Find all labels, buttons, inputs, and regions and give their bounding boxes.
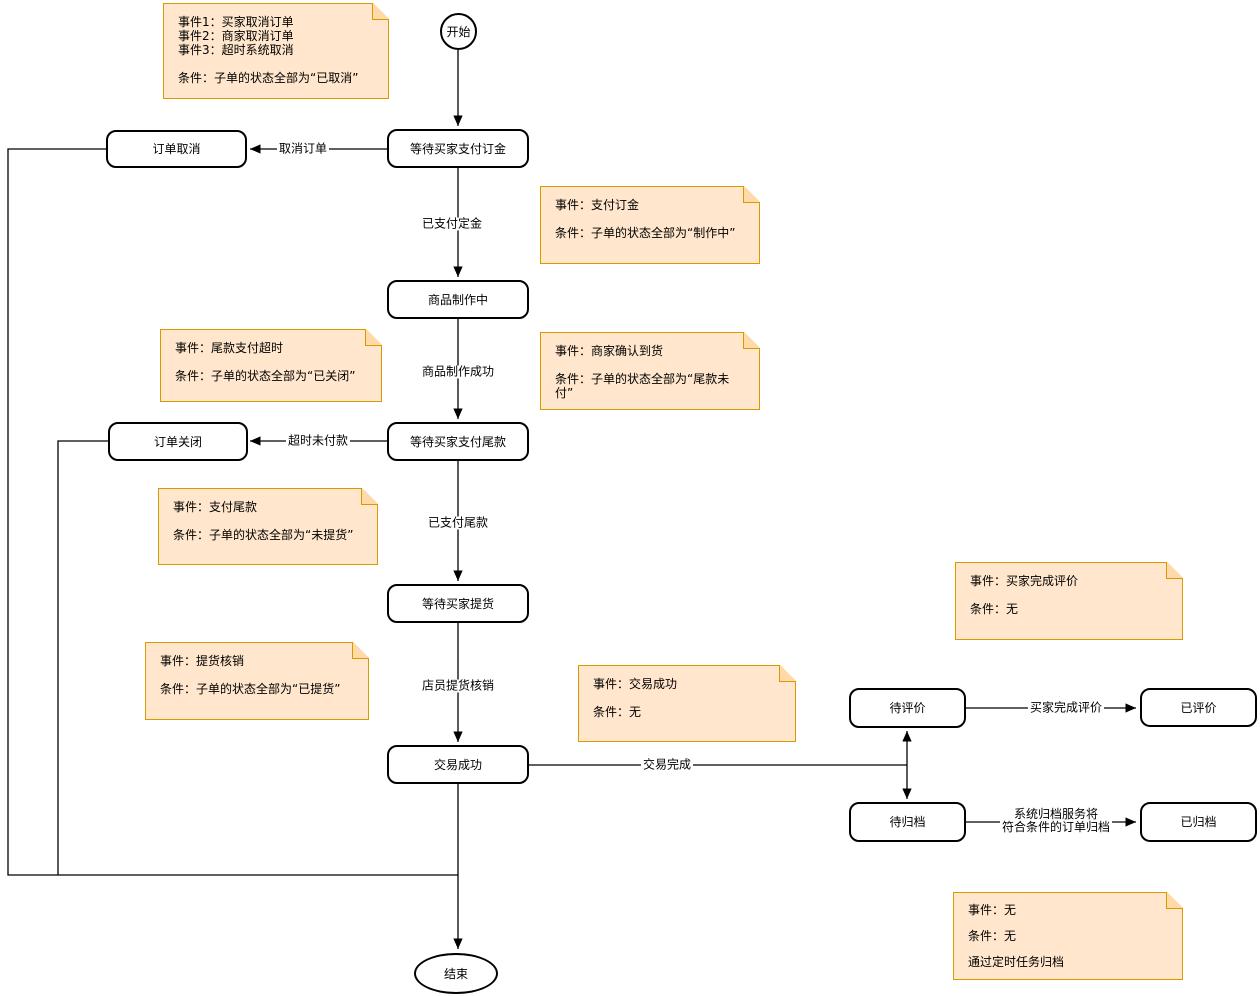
node-archived: 已归档 [1140,802,1257,842]
node-wait-pickup: 等待买家提货 [387,584,529,623]
node-in-production: 商品制作中 [387,280,529,319]
node-wait-balance: 等待买家支付尾款 [387,422,529,461]
note-text: 事件1：买家取消订单 事件2：商家取消订单 事件3：超时系统取消 条件：子单的状… [178,15,359,85]
note-pay-balance: 事件：支付尾款 条件：子单的状态全部为“未提货” [158,488,378,565]
note-fold-icon [779,665,796,682]
note-deal-success: 事件：交易成功 条件：无 [578,665,796,742]
node-pending-review: 待评价 [849,688,966,728]
note-fold-icon [1166,892,1183,909]
note-fold-icon [365,329,382,346]
note-text: 事件：支付订金 条件：子单的状态全部为“制作中” [555,198,736,240]
edge-label-timeout-unpaid: 超时未付款 [285,433,351,448]
edge-label-cancel-order: 取消订单 [276,141,330,156]
edge-label-balance-paid: 已支付尾款 [425,515,491,530]
edge-label-deal-complete: 交易完成 [640,757,694,772]
note-fold-icon [372,3,389,20]
edge-label-archive-service: 系统归档服务将 符合条件的订单归档 [999,807,1113,834]
edge-order-closed-feedback [57,440,108,875]
note-archive-task: 事件：无 条件：无 通过定时任务归档 [953,892,1183,980]
note-balance-timeout: 事件：尾款支付超时 条件：子单的状态全部为“已关闭” [160,329,382,402]
note-text: 事件：商家确认到货 条件：子单的状态全部为“尾款未付” [555,344,730,400]
node-order-closed: 订单关闭 [108,422,248,461]
note-text: 事件：支付尾款 条件：子单的状态全部为“未提货” [173,500,354,542]
node-end: 结束 [414,953,498,994]
edge-order-cancelled-feedback [7,148,458,876]
note-text: 事件：尾款支付超时 条件：子单的状态全部为“已关闭” [175,341,356,383]
note-cancel-events: 事件1：买家取消订单 事件2：商家取消订单 事件3：超时系统取消 条件：子单的状… [163,3,389,99]
note-text: 事件：提货核销 条件：子单的状态全部为“已提货” [160,654,341,696]
note-fold-icon [352,642,369,659]
edge-label-buyer-review-done: 买家完成评价 [1027,700,1105,715]
note-fold-icon [743,332,760,349]
note-review-done: 事件：买家完成评价 条件：无 [955,562,1183,640]
node-wait-deposit: 等待买家支付订金 [387,129,529,168]
edge-label-clerk-pickup-verify: 店员提货核销 [419,678,497,693]
note-pay-deposit: 事件：支付订金 条件：子单的状态全部为“制作中” [540,186,760,264]
note-fold-icon [361,488,378,505]
note-confirm-arrival: 事件：商家确认到货 条件：子单的状态全部为“尾款未付” [540,332,760,410]
note-text: 事件：买家完成评价 条件：无 [970,574,1079,616]
note-pickup-verify: 事件：提货核销 条件：子单的状态全部为“已提货” [145,642,369,720]
note-text: 事件：交易成功 条件：无 [593,677,678,719]
node-reviewed: 已评价 [1140,688,1257,727]
node-order-cancelled: 订单取消 [106,130,247,168]
node-deal-success: 交易成功 [387,745,529,784]
node-start: 开始 [440,13,477,50]
note-fold-icon [743,186,760,203]
edge-label-deposit-paid: 已支付定金 [419,216,485,231]
note-fold-icon [1166,562,1183,579]
note-text: 事件：无 条件：无 通过定时任务归档 [968,903,1065,969]
node-pending-archive: 待归档 [849,802,966,842]
edge-label-production-done: 商品制作成功 [419,364,497,379]
